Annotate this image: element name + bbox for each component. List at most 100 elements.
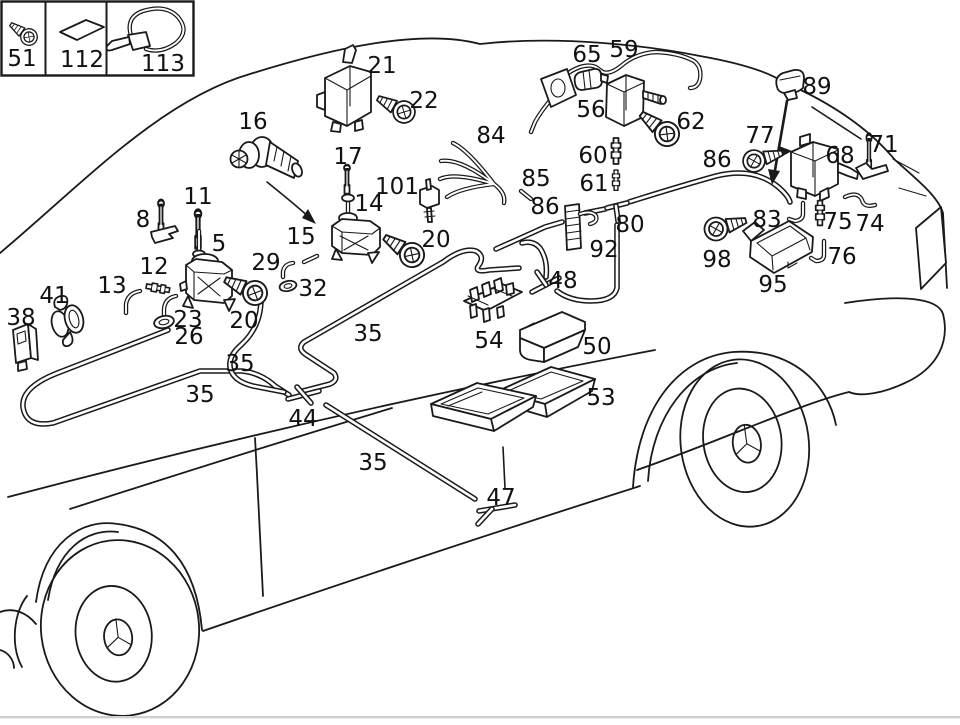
part-label-12: 12 [139,254,168,280]
part-label-71: 71 [869,132,898,158]
part-label-89: 89 [802,74,831,100]
part-label-14: 14 [354,191,383,217]
part-38-bracket [12,323,39,372]
part-label-11: 11 [183,184,212,210]
part-89-clip [775,69,805,101]
part-label-53: 53 [586,385,615,411]
bottom-rule [0,716,960,719]
part-61-connector [611,169,621,192]
part-74-hose [845,195,875,206]
part-65-grommet [573,67,609,91]
part-label-56: 56 [576,97,605,123]
part-label-20: 20 [229,308,258,334]
part-29-elbow [283,263,293,277]
part-label-92: 92 [589,237,618,263]
part-21-actuator [316,44,372,133]
part-98-screw [700,208,750,245]
part-label-15: 15 [286,224,315,250]
part-label-86: 86 [530,194,559,220]
mercedes-star-icon [735,424,761,455]
part-5-pump [179,231,236,312]
part-60-connector [610,137,622,165]
part-label-50: 50 [582,334,611,360]
part-label-32: 32 [298,276,327,302]
part-50-box [519,311,586,363]
part-13-elbow [126,291,140,313]
part-label-23: 23 [173,307,202,333]
part-label-76: 76 [827,244,856,270]
part-label-35: 35 [185,382,214,408]
part-26-oring [153,314,175,330]
legend-part-112-pad [59,19,105,41]
part-label-47: 47 [486,485,515,511]
part-56-plate [540,68,577,108]
part-95-box [742,220,814,274]
part-label-29: 29 [251,250,280,276]
part-label-51: 51 [7,46,36,72]
mercedes-star-icon [106,618,132,649]
part-label-21: 21 [367,53,396,79]
front-wheel [39,539,201,717]
part-59-valve [605,74,667,127]
part-16-valve [229,136,303,179]
part-label-98: 98 [702,247,731,273]
part-label-5: 5 [212,231,227,257]
part-label-26: 26 [174,324,203,350]
part-label-13: 13 [97,273,126,299]
parts-layer [12,44,889,524]
part-15-tube [304,256,317,262]
part-label-59: 59 [609,37,638,63]
part-label-35: 35 [358,450,387,476]
front-wheel-arch [35,522,203,631]
part-label-80: 80 [615,212,644,238]
part-label-16: 16 [238,109,267,135]
part-92-clamp [564,203,596,251]
part-label-41: 41 [39,283,68,309]
part-label-113: 113 [141,51,185,77]
part-label-62: 62 [676,109,705,135]
part-label-22: 22 [409,88,438,114]
part-83-elbow [789,203,803,221]
part-label-38: 38 [6,305,35,331]
part-label-83: 83 [752,207,781,233]
part-label-20: 20 [421,227,450,253]
part-label-75: 75 [823,209,852,235]
part-68-actuator [790,133,859,202]
part-label-35: 35 [353,321,382,347]
part-41-clamp [50,295,85,348]
car-body-outline [0,37,948,669]
rear-wheel-arch [632,350,837,488]
part-label-17: 17 [333,144,362,170]
part-label-86: 86 [702,147,731,173]
part-71-pin [855,132,889,180]
part-label-54: 54 [474,328,503,354]
part-84-hose-spider [440,143,504,203]
part-label-101: 101 [375,174,419,200]
part-8-pin [150,198,179,244]
part-label-44: 44 [288,406,317,432]
part-label-112: 112 [60,47,104,73]
part-label-77: 77 [745,123,774,149]
part-label-48: 48 [548,268,577,294]
rear-bumper [844,297,946,396]
part-54-valve-block [463,277,523,323]
part-label-65: 65 [572,42,601,68]
part-label-95: 95 [758,272,787,298]
rear-wheel [679,358,811,528]
part-label-74: 74 [855,211,884,237]
part-label-35: 35 [225,351,254,377]
door-edge [254,437,264,597]
legend-box [0,0,195,77]
legend-part-113-cable-tie [105,6,186,53]
part-label-61: 61 [579,171,608,197]
part-32-oring [278,279,298,293]
part-53-trays [430,366,596,432]
part-label-8: 8 [136,207,151,233]
taillight [915,206,947,290]
part-label-60: 60 [578,143,607,169]
part-14-pump [331,193,381,264]
leader-lines [266,99,862,489]
